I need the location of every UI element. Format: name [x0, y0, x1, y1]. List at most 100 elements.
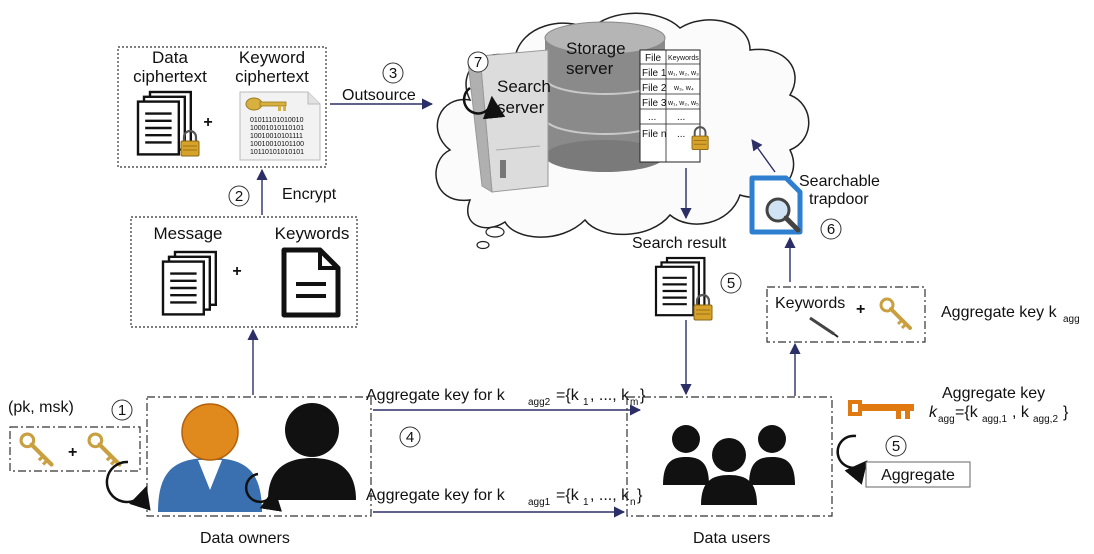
agg2-sub: agg2: [528, 397, 551, 408]
aggregate-key-kagg-sub: agg: [1063, 314, 1080, 325]
agg2-sub-1: 1: [583, 397, 589, 408]
agg1-rest-c: }: [637, 487, 643, 504]
step-2-label: 2: [235, 188, 243, 205]
agg1-sub: agg1: [528, 497, 551, 508]
document-icon: [281, 247, 341, 318]
searchable-trapdoor-label-1: Searchable: [799, 173, 880, 190]
agg2-rest-a: ={k: [556, 387, 580, 404]
aggregate-key-formula-idx2: agg,2: [1033, 414, 1058, 425]
file-index-table: File Keywords File 1 w₁, w₂, w₃ File 2 w…: [639, 49, 701, 163]
step-6-label: 6: [827, 221, 835, 238]
storage-server-label-2: server: [566, 59, 614, 78]
agg1-rest-a: ={k: [556, 487, 580, 504]
key-icon: [89, 434, 119, 464]
search-server-label-2: server: [497, 98, 545, 117]
master-keys-box: +: [9, 426, 141, 472]
agg1-sub-1: 1: [583, 497, 589, 508]
user-avatar-icon: [158, 403, 262, 512]
step-5-aggregate-label: 5: [892, 438, 900, 455]
agg1-sub-n: n: [630, 497, 636, 508]
user-group-icon: [663, 425, 795, 505]
table-row-4-keywords: ...: [677, 112, 685, 123]
magnifier-document-icon: [749, 175, 803, 235]
table-row-1-file: File 1: [642, 68, 667, 79]
aggregate-key-formula-idx1: agg,1: [982, 414, 1007, 425]
refresh-arrow-icon: [462, 86, 506, 120]
step-4-label: 4: [406, 429, 414, 446]
cipher-bits-1: 01011101010010: [250, 117, 304, 124]
plus-sign: +: [203, 114, 212, 131]
agg-key-kagg2-label: Aggregate key for k: [366, 387, 506, 404]
database-icon: [544, 21, 666, 172]
message-label: Message: [154, 224, 223, 243]
keywords-box-label: Keywords: [775, 295, 845, 312]
refresh-arrow-icon: [105, 460, 151, 511]
search-server-label-1: Search: [497, 77, 551, 96]
table-row-4-file: ...: [648, 112, 656, 123]
cipher-bits-4: 10010010101100: [250, 141, 304, 148]
pk-msk-label: (pk, msk): [8, 399, 74, 416]
plaintext-box: Message Keywords +: [130, 216, 358, 328]
storage-server-label-1: Storage: [566, 39, 626, 58]
data-owners-label: Data owners: [200, 530, 290, 547]
keyword-ciphertext-label-2: ciphertext: [235, 67, 309, 86]
search-result-label: Search result: [632, 235, 727, 252]
keyword-ciphertext-document-icon: 01011101010010 10001010110101 1001001010…: [239, 91, 321, 161]
agg-key-kagg1-label: Aggregate key for k: [366, 487, 506, 504]
outsource-label: Outsource: [342, 87, 416, 104]
table-row-2-keywords: w₃, w₄: [673, 85, 694, 92]
step-5-result-label: 5: [727, 275, 735, 292]
refresh-arrow-icon: [244, 472, 282, 512]
data-users-box: [626, 396, 833, 517]
aggregate-button[interactable]: Aggregate: [865, 461, 971, 488]
table-row-5-keywords: ...: [677, 129, 685, 140]
key-icon: [879, 297, 912, 330]
agg1-rest-b: , ..., k: [590, 487, 630, 504]
table-row-3-keywords: w₁, w₂, w₅: [667, 100, 699, 107]
agg2-rest-c: }: [640, 387, 646, 404]
document-stack-icon: [161, 250, 218, 316]
key-icon: [21, 434, 51, 464]
aggregate-key-formula-b: ={k: [955, 404, 979, 421]
data-users-label: Data users: [693, 530, 770, 547]
table-header-file: File: [645, 53, 662, 64]
aggregate-key-formula-sub: agg: [938, 414, 955, 425]
pen-icon: [809, 316, 839, 338]
refresh-arrow-icon: [836, 434, 868, 485]
table-row-1-keywords: w₁, w₂, w₃: [667, 70, 699, 77]
key-icon: [848, 400, 914, 419]
plus-sign-2: +: [232, 263, 241, 280]
aggregate-key-formula-a: k: [929, 404, 938, 421]
plus-sign-3: +: [856, 301, 865, 318]
encrypt-label: Encrypt: [282, 186, 337, 203]
step-1-label: 1: [118, 402, 126, 419]
table-row-2-file: File 2: [642, 83, 667, 94]
key-icon: [245, 97, 287, 111]
step-3-label: 3: [389, 65, 397, 82]
aggregate-key-formula-c: , k: [1012, 404, 1030, 421]
agg2-sub-m: m: [630, 397, 638, 408]
table-row-5-file: File n: [642, 129, 666, 140]
user-silhouette-icon: [268, 403, 356, 500]
aggregate-key-kagg-label: Aggregate key k: [941, 304, 1058, 321]
step-7-label: 7: [474, 54, 482, 71]
cipher-bits-5: 10110101010101: [250, 149, 304, 156]
aggregate-key-title: Aggregate key: [942, 385, 1045, 402]
data-ciphertext-label-2: ciphertext: [133, 67, 207, 86]
table-row-3-file: File 3: [642, 98, 667, 109]
keyword-ciphertext-label-1: Keyword: [239, 48, 305, 67]
ciphertext-box: Data ciphertext Keyword ciphertext + 010…: [117, 46, 327, 168]
data-ciphertext-label-1: Data: [152, 48, 188, 67]
agg2-rest-b: , ..., k: [590, 387, 630, 404]
aggregate-button-label: Aggregate: [881, 467, 955, 484]
keywords-label: Keywords: [275, 224, 350, 243]
plus-sign-4: +: [68, 444, 77, 461]
searchable-trapdoor-label-2: trapdoor: [809, 191, 869, 208]
table-header-keywords: Keywords: [668, 55, 699, 62]
data-owners-box: [146, 396, 372, 517]
aggregate-key-formula-d: }: [1063, 404, 1069, 421]
cipher-bits-3: 10010010101111: [250, 133, 303, 140]
cipher-bits-2: 10001010110101: [250, 125, 304, 132]
trapdoor-input-box: Keywords +: [766, 286, 926, 343]
